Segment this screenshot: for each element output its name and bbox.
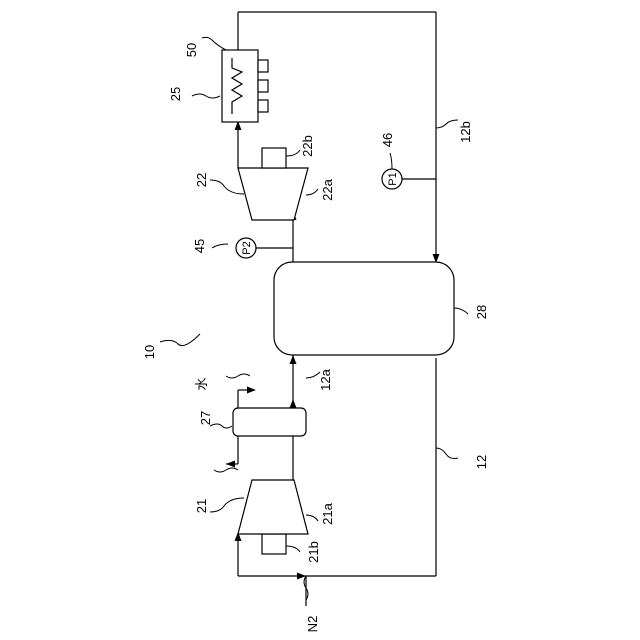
label-10: 10: [142, 345, 157, 359]
n2-inlet: N2: [304, 576, 320, 632]
label-21a: 21a: [320, 502, 335, 524]
p2-label: P2: [241, 241, 253, 254]
label-25: 25: [168, 87, 183, 101]
label-12b: 12b: [458, 121, 473, 143]
tank-28: [274, 262, 454, 355]
label-21b: 21b: [306, 541, 321, 563]
label-50: 50: [184, 43, 199, 57]
heater-50: [222, 50, 268, 122]
n2-label: N2: [305, 616, 320, 633]
label-28: 28: [474, 305, 489, 319]
compressor-21: [238, 436, 308, 554]
compressor-22: [238, 122, 308, 220]
gauge-p1: P1: [382, 169, 436, 189]
p1-label: P1: [387, 172, 399, 185]
label-22a: 22a: [320, 178, 335, 200]
label-27: 27: [198, 411, 213, 425]
label-46: 46: [380, 133, 395, 147]
gauge-p2: P2: [236, 238, 256, 258]
label-45: 45: [192, 239, 207, 253]
water-label: 水: [194, 377, 209, 390]
label-12: 12: [474, 455, 489, 469]
label-22: 22: [194, 173, 209, 187]
label-21: 21: [194, 499, 209, 513]
label-22b: 22b: [300, 135, 315, 157]
label-12a: 12a: [318, 368, 333, 390]
